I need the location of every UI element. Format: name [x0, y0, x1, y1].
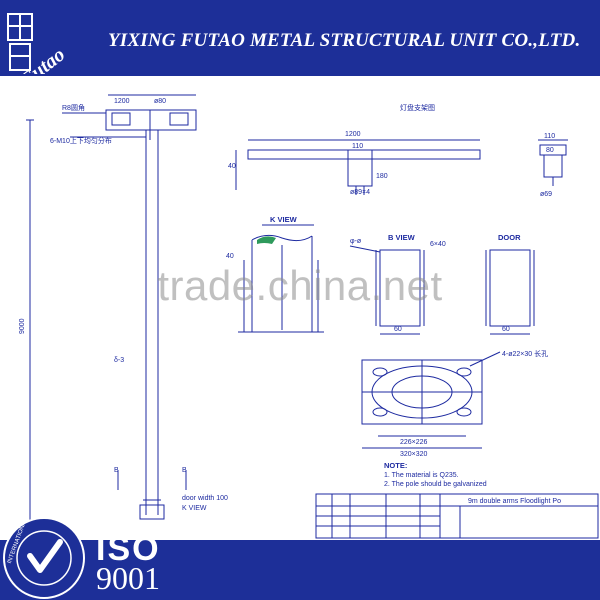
futao-logo: Futao [7, 13, 69, 74]
base-outer-dim: 320×320 [400, 451, 428, 458]
k-view-title: K VIEW [270, 215, 298, 224]
section-b-left: B [114, 467, 119, 474]
arm-length-dim: 1200 [345, 131, 361, 138]
door-detail [485, 249, 535, 335]
arm-width-dim: 110 [352, 143, 363, 150]
footer-band [0, 540, 600, 600]
door-title: DOOR [498, 233, 521, 242]
m10-note: 6-M10上下均匀分布 [50, 136, 112, 145]
b-view-note-1: φ-ø [350, 238, 362, 245]
top-dimension-2: ø80 [154, 98, 166, 105]
base-hole-note: 4-ø22×30 长孔 [502, 349, 548, 358]
iso-seal-icon: INTERNATIONAL CERTIFICATIONS [3, 516, 85, 599]
arm-height-dim: 180 [376, 173, 388, 180]
iso-number: 9001 [96, 560, 160, 596]
header-band: Futao YIXING FUTAO METAL STRUCTURAL UNIT… [0, 0, 600, 76]
arm-pipe-spec: ø89×4 [350, 189, 370, 196]
base-inner-dim: 226×226 [400, 439, 428, 446]
note-2: 2. The pole should be galvanized [384, 481, 487, 488]
bracket-width-dim: 110 [544, 133, 555, 140]
door-width-note: door width 100 [182, 495, 228, 502]
arm-title: 灯盘支架图 [400, 103, 435, 112]
iso-label: ISO [96, 530, 161, 568]
technical-drawing: 1200 ø80 R8圆角 6-M10上下均匀分布 9000 δ-3 B B d… [19, 94, 599, 539]
arm-side-dim: 40 [228, 163, 236, 170]
section-b-right: B [182, 467, 187, 474]
b-view-detail [349, 245, 425, 335]
note-1: 1. The material is Q235. [384, 472, 459, 479]
thickness-label: δ-3 [114, 357, 124, 364]
b-view-title: B VIEW [388, 233, 416, 242]
b-view-note-2: 6×40 [430, 241, 446, 248]
bracket-inner-dim: 80 [546, 147, 554, 154]
door-dimension: 60 [502, 326, 510, 333]
top-dimension: 1200 [114, 98, 130, 105]
r8-note: R8圆角 [62, 103, 85, 112]
height-dimension: 9000 [19, 318, 26, 334]
k-view-detail [238, 224, 324, 333]
note-title: NOTE: [384, 461, 407, 470]
base-plate [361, 351, 501, 449]
title-block [315, 493, 599, 539]
pole-elevation [26, 94, 197, 526]
arm-elevation [235, 139, 481, 195]
k-view-highlight [257, 236, 276, 244]
k-view-bottom: K VIEW [182, 505, 207, 512]
company-name: YIXING FUTAO METAL STRUCTURAL UNIT CO.,L… [108, 30, 581, 51]
b-view-dimension: 60 [394, 326, 402, 333]
title-block-text: 9m double arms Floodlight Po [468, 498, 561, 505]
bracket-detail [538, 139, 568, 186]
k-view-dimension: 40 [226, 253, 234, 260]
bracket-pipe-dim: ø69 [540, 191, 552, 198]
